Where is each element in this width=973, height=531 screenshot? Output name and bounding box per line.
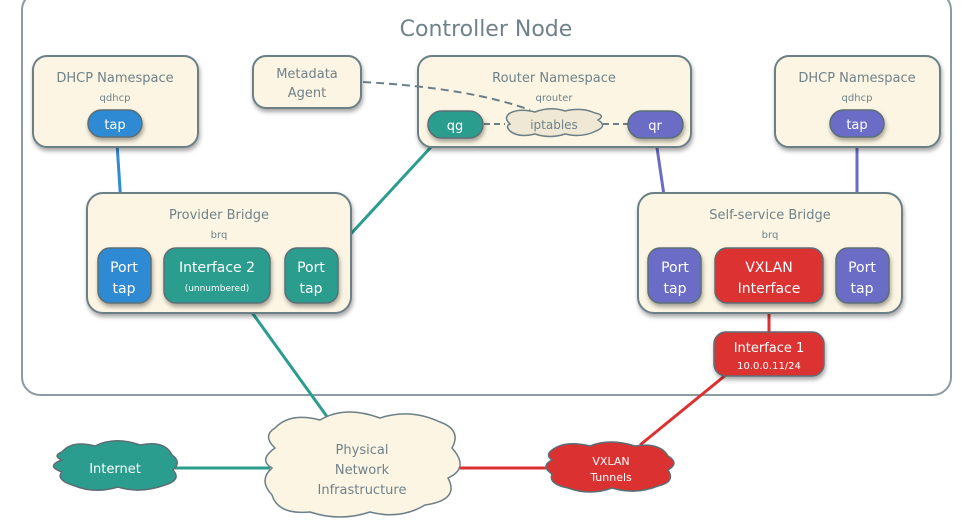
dhcp-namespace-left: DHCP Namespace qdhcp tap (32, 55, 199, 148)
diagram-label: qdhcp (100, 93, 131, 104)
diagram-label: DHCP Namespace (798, 71, 915, 86)
diagram-label: Port (297, 260, 325, 276)
diagram-label: Port (661, 260, 689, 276)
provider-port-tap-left[interactable]: Port tap (97, 247, 152, 304)
diagram-label: Provider Bridge (169, 208, 269, 223)
diagram-label: Router Namespace (492, 71, 616, 86)
selfservice-port-tap-left[interactable]: Port tap (647, 247, 702, 304)
selfservice-bridge: Self-service Bridge brq Port tap VXLAN I… (637, 192, 903, 314)
diagram-label: iptables (530, 118, 578, 132)
router-qg-port[interactable]: qg (427, 110, 484, 139)
diagram-label: Network (335, 463, 390, 478)
diagram-label: tap (851, 281, 874, 297)
link-qg-to-provider-port (334, 132, 445, 252)
diagram-label: Interface 1 (734, 341, 805, 356)
provider-port-tap-right[interactable]: Port tap (284, 247, 339, 304)
diagram-label: tap (104, 118, 125, 133)
diagram-label: VXLAN (745, 260, 792, 276)
selfservice-vxlan-interface[interactable]: VXLAN Interface (714, 247, 824, 304)
diagram-label: DHCP Namespace (56, 71, 173, 86)
metadata-agent[interactable]: Metadata Agent (252, 55, 362, 109)
interface-1[interactable]: Interface 1 10.0.0.11/24 (713, 331, 825, 377)
diagram-label: qdhcp (842, 93, 873, 104)
diagram-label: brq (762, 230, 779, 241)
controller-node-title: Controller Node (400, 17, 573, 42)
selfservice-port-tap-right[interactable]: Port tap (835, 247, 890, 304)
dhcp-namespace-right: DHCP Namespace qdhcp tap (774, 55, 941, 148)
diagram-label: Interface (738, 281, 801, 297)
diagram-label: Metadata (276, 67, 338, 82)
link-interface2-to-physical (241, 299, 330, 419)
router-iptables[interactable]: iptables (505, 108, 604, 138)
diagram-label: tap (300, 281, 323, 297)
vxlan-tunnels-cloud[interactable]: VXLAN Tunnels (545, 441, 675, 493)
dhcp-right-tap-port[interactable]: tap (829, 109, 885, 138)
diagram-label: qg (447, 119, 464, 134)
router-qr-port[interactable]: qr (627, 110, 684, 139)
dhcp-left-tap-port[interactable]: tap (87, 109, 143, 138)
diagram-label: VXLAN (592, 455, 629, 468)
diagram-label: tap (664, 281, 687, 297)
diagram-label: qrouter (536, 93, 574, 104)
diagram-label: Tunnels (589, 471, 632, 484)
diagram-label: Self-service Bridge (709, 208, 831, 223)
diagram-label: tap (846, 118, 867, 133)
diagram-label: 10.0.0.11/24 (737, 361, 801, 372)
provider-bridge: Provider Bridge brq Port tap Interface 2… (86, 192, 352, 314)
provider-interface-2[interactable]: Interface 2 (unnumbered) (163, 247, 271, 304)
link-metadata-to-iptables (362, 81, 531, 111)
diagram-label: brq (211, 230, 228, 241)
diagram-label: qr (648, 119, 662, 134)
internet-cloud[interactable]: Internet (52, 440, 178, 491)
diagram-label: (unnumbered) (185, 284, 250, 294)
diagram-label: Agent (288, 86, 326, 101)
diagram-label: Physical (336, 443, 389, 458)
link-interface1-to-vxlan-tunnels (639, 372, 728, 447)
diagram-label: Interface 2 (179, 260, 255, 276)
diagram-label: Port (848, 260, 876, 276)
diagram-label: Internet (89, 462, 141, 477)
physical-network-cloud[interactable]: Physical Network Infrastructure (264, 411, 461, 518)
diagram-label: tap (113, 281, 136, 297)
diagram-label: Port (110, 260, 138, 276)
diagram-label: Infrastructure (318, 483, 407, 498)
